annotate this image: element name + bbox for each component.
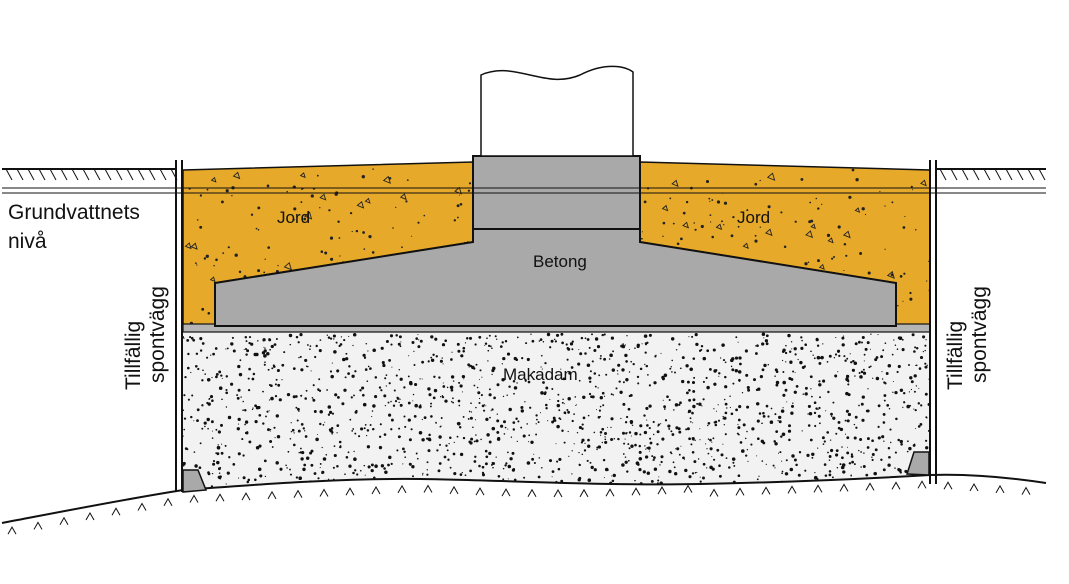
wall-label-right-line2: spontvägg xyxy=(968,286,991,383)
sheet-pile-wall-right xyxy=(905,160,937,484)
ground-surface-left xyxy=(2,168,178,181)
wall-label-left-line2: spontvägg xyxy=(146,286,169,383)
soil-label-left: Jord xyxy=(277,208,310,227)
macadam-texture xyxy=(183,332,930,490)
ground-surface-right xyxy=(937,168,1046,181)
concrete-foundation xyxy=(214,155,897,327)
sheet-pile-wall-left xyxy=(175,160,208,493)
groundwater-label-line2: nivå xyxy=(8,230,47,253)
bottom-ground-hatch xyxy=(7,480,1031,535)
wall-label-right-line1: Tillfällig xyxy=(944,321,967,390)
macadam-label: Makadam xyxy=(503,365,578,384)
bottom-ground-line xyxy=(1,473,1047,524)
wall-label-left-line1: Tillfällig xyxy=(122,321,145,390)
groundwater-label-line1: Grundvattnets xyxy=(8,201,140,224)
column xyxy=(480,65,634,157)
macadam-layer xyxy=(183,332,930,490)
soil-label-right: Jord xyxy=(737,208,770,227)
concrete-label: Betong xyxy=(533,252,587,271)
